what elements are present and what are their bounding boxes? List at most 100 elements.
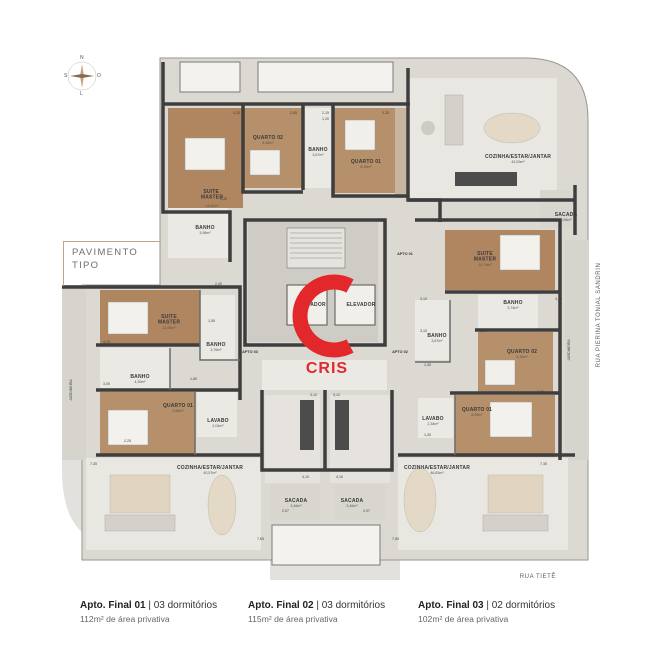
- legend-apto03-area: 102m² de área privativa: [418, 614, 509, 624]
- room-labels: SUITE MASTER 14,50m² BANHO 3,98m² QUARTO…: [130, 135, 577, 508]
- dim-2: 2,85: [290, 111, 297, 115]
- dim-19: 2,07: [363, 509, 370, 513]
- area-banho-3b: 4,30m²: [134, 380, 146, 384]
- room-lavabo-2: [418, 398, 453, 438]
- brand-logo: CRIS: [284, 272, 370, 382]
- tag-apto02: APTO 02: [392, 350, 408, 354]
- title-line2: TIPO: [72, 260, 100, 271]
- room-banho-3: [200, 295, 235, 360]
- area-suite-master-1: 14,50m²: [205, 204, 219, 208]
- dim-28: 3,12: [333, 393, 340, 397]
- dim-12: 3,10: [420, 329, 427, 333]
- bed-icon: [489, 401, 533, 438]
- dim-1: 4,25: [233, 111, 240, 115]
- area-lavabo-2: 2,34m²: [427, 422, 439, 426]
- sofa-icon: [482, 514, 549, 532]
- rug-icon: [487, 474, 544, 514]
- dim-15: 7,35: [540, 462, 547, 466]
- tag-apto03: APTO 03: [242, 350, 258, 354]
- area-banho-2b: 3,87m²: [431, 339, 443, 343]
- compass: N L S O: [62, 55, 102, 97]
- dining-table-icon: [207, 474, 237, 536]
- legend-apto03-name: Apto. Final 03: [418, 600, 484, 611]
- label-sacada-3: SACADA: [285, 498, 308, 504]
- area-suite-master-3: 12,06m²: [162, 326, 176, 330]
- area-quarto01-1: 8,30m²: [360, 165, 372, 169]
- bed-icon: [484, 359, 516, 386]
- legend-apto02: Apto. Final 02 | 03 dormitórios 115m² de…: [248, 600, 386, 624]
- compass-rose-icon: [67, 61, 97, 91]
- title-line1: PAVIMENTO: [72, 247, 139, 258]
- label-banho-3: BANHO: [206, 342, 225, 348]
- bed-icon: [344, 119, 376, 151]
- dim-17: 4,10: [336, 475, 343, 479]
- area-banho-1: 3,98m²: [199, 231, 211, 235]
- label-quarto01-3: QUARTO 01: [163, 403, 193, 409]
- armchair-icon: [421, 121, 435, 135]
- dim-23: 1,55: [208, 319, 215, 323]
- legend-apto01-rooms: 03 dormitórios: [153, 600, 218, 611]
- compass-l: L: [80, 91, 83, 97]
- jardineira-left: [62, 285, 86, 460]
- dim-14: 7,35: [90, 462, 97, 466]
- dim-22: 2,40: [215, 282, 222, 286]
- closet: [395, 108, 407, 198]
- logo-text: CRIS: [306, 360, 348, 377]
- jardineira-right: [565, 240, 589, 460]
- label-banho-3b: BANHO: [130, 374, 149, 380]
- dim-4: 3,25: [382, 111, 389, 115]
- area-quarto02-2: 8,30m²: [516, 355, 528, 359]
- label-lavabo-3: LAVABO: [207, 418, 229, 424]
- room-quarto02-1: [243, 108, 303, 188]
- dim-25: 1,30: [424, 363, 431, 367]
- room-banho-1: [168, 208, 228, 258]
- dim-29: 1,30: [424, 433, 431, 437]
- bed-icon: [107, 301, 149, 335]
- tag-apto01: APTO 01: [397, 252, 413, 256]
- label-cozinha-2: COZINHA/ESTAR/JANTAR: [404, 465, 470, 471]
- label-banho-1: BANHO: [195, 225, 214, 231]
- dim-9: 3,00: [103, 382, 110, 386]
- area-cozinha-1: 42,00m²: [511, 160, 525, 164]
- bed-icon: [107, 409, 149, 446]
- area-sacada-2: 3,46m²: [346, 504, 358, 508]
- area-quarto02-1: 8,35m²: [262, 141, 274, 145]
- walls: [62, 62, 577, 472]
- kitchen-counter: [335, 400, 349, 450]
- area-banho-2: 3,74m²: [507, 306, 519, 310]
- room-sacada-3: [270, 485, 320, 520]
- dim-3: 2,15: [322, 111, 329, 115]
- label-banho-2b: BANHO: [427, 333, 446, 339]
- balcony-bottom: [271, 524, 381, 566]
- label-lavabo-2: LAVABO: [422, 416, 444, 422]
- compass-o: O: [97, 73, 101, 79]
- balcony-top-1: [179, 61, 241, 93]
- partitions: [169, 290, 456, 455]
- area-banho-1b: 3,87m²: [312, 153, 324, 157]
- label-jardineira-left: JARDINEIRA: [69, 379, 73, 401]
- area-suite-master-2: 14,79m²: [478, 263, 492, 267]
- label-banho-1b: BANHO: [308, 147, 327, 153]
- dim-16: 4,10: [302, 475, 309, 479]
- dining-table-icon: [483, 112, 541, 144]
- area-quarto01-3: 9,88m²: [172, 409, 184, 413]
- legend-apto01-name: Apto. Final 01: [80, 600, 146, 611]
- dim-5: 4,35: [220, 197, 227, 201]
- room-sacada-1: [540, 190, 572, 228]
- hall: [262, 360, 387, 390]
- bed-icon: [499, 234, 541, 271]
- legend-apto01: Apto. Final 01 | 03 dormitórios 112m² de…: [80, 600, 218, 624]
- sofa-icon: [444, 94, 464, 146]
- legend-apto01-area: 112m² de área privativa: [80, 614, 170, 624]
- dim-20: 7,65: [257, 537, 264, 541]
- area-sacada-1: 3,96m²: [560, 218, 572, 222]
- dim-6: 3,10: [555, 297, 562, 301]
- dim-7: 3,10: [480, 329, 487, 333]
- legend-apto03-rooms: 02 dormitórios: [491, 600, 556, 611]
- area-cozinha-2: 46,83m²: [430, 471, 444, 475]
- dim-24: 1,20: [322, 117, 329, 121]
- kitchen-counter: [300, 400, 314, 450]
- label-banho-2: BANHO: [503, 300, 522, 306]
